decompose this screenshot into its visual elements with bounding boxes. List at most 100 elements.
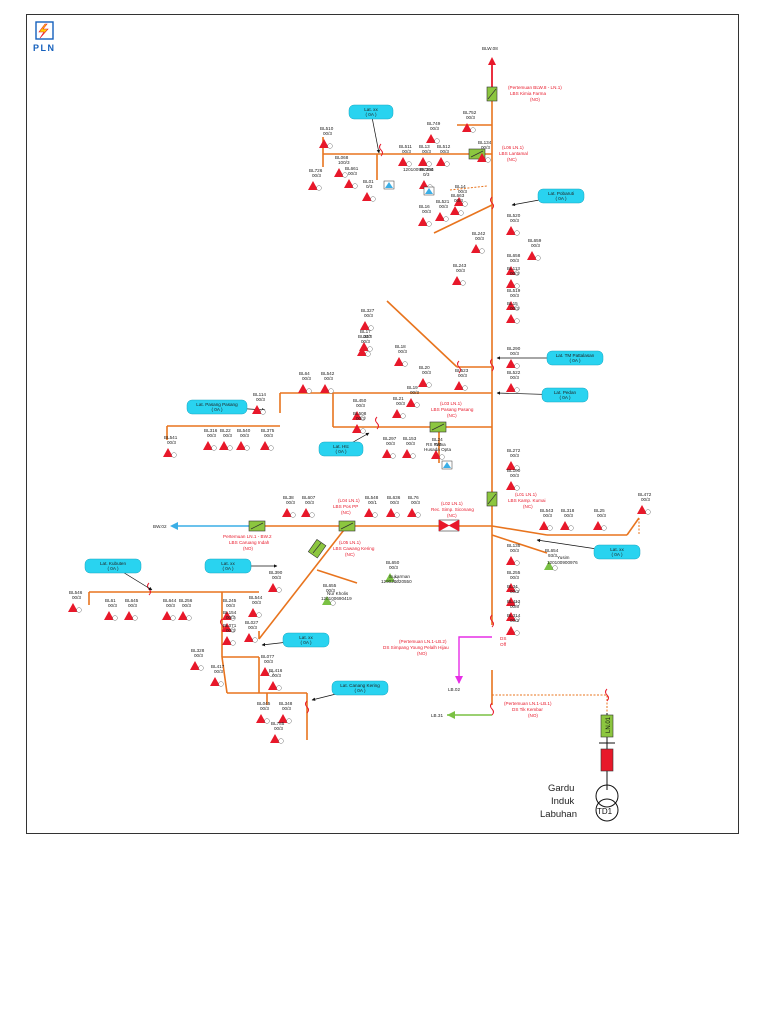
switch-lbs-lantamal[interactable] [468, 148, 486, 160]
switch-lbs-caruang-indah[interactable] [248, 520, 266, 532]
lateral-callout[interactable]: Lat. Kubuten( 0A ) [84, 558, 153, 591]
lateral-callout[interactable]: Lat. Htc( 0A ) [318, 432, 370, 457]
cs-bl300[interactable] [423, 186, 435, 196]
switch-lbs-pos-pp[interactable] [338, 520, 356, 532]
cs-bl24[interactable] [441, 460, 453, 470]
lateral-callout[interactable]: Lat. Pedan( 0A ) [496, 387, 589, 403]
lateral-callout[interactable]: Lat. xx( 0A ) [348, 104, 394, 154]
switch-lbs-kamp-kumai[interactable] [486, 491, 498, 507]
lateral-callout[interactable]: Lat. xx( 0A ) [261, 632, 330, 648]
lateral-callout[interactable]: Lat. Canang Kering( 0A ) [311, 680, 389, 701]
lateral-callout[interactable]: Lat. xx( 0A ) [536, 538, 641, 560]
ln01-breaker[interactable] [600, 714, 614, 738]
switch-recloser-simpang[interactable] [438, 519, 460, 532]
switch-lbs-cawang-kering[interactable] [307, 538, 327, 559]
lateral-callout[interactable]: Lat. TM Pattalasan( 0A ) [496, 350, 604, 366]
transformer-breaker[interactable] [600, 748, 614, 772]
cs-bl01[interactable] [383, 180, 395, 190]
switch-lbs-pasang-pasang[interactable] [429, 421, 447, 433]
lateral-callout[interactable]: Lat. xx( 0A ) [204, 558, 278, 574]
switch-lbs-kimia-farma[interactable] [486, 86, 498, 102]
